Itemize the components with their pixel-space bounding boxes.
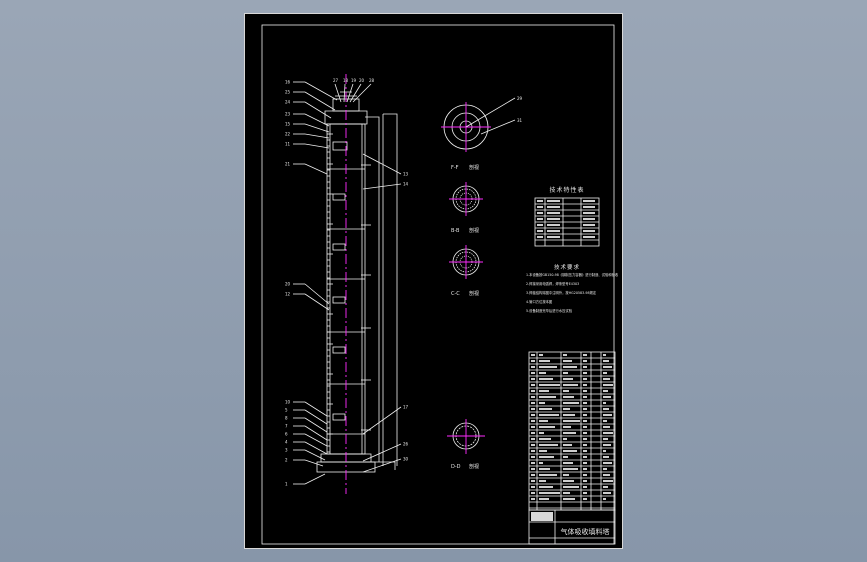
parts-list — [528, 351, 616, 511]
title-block: 气体吸收填料塔 — [528, 509, 616, 545]
leader-number: 8 — [285, 416, 288, 421]
leader-number: 1 — [285, 482, 288, 487]
svg-text:29: 29 — [517, 96, 523, 101]
section-label-f: F-F — [451, 165, 459, 171]
drawing-title: 气体吸收填料塔 — [561, 527, 610, 536]
svg-text:剖视: 剖视 — [469, 463, 479, 470]
tech-requirement-line: 3.焊缝结构除图中注明外，按HG20583-98规定 — [526, 290, 597, 295]
leader-number: 5 — [285, 408, 288, 413]
tech-requirements-title: 技术要求 — [554, 263, 580, 271]
top-head — [324, 110, 368, 125]
section-label-c: C-C — [451, 291, 460, 297]
leader-number: 24 — [285, 100, 291, 105]
leader-number: 20 — [285, 282, 291, 287]
leader-number: 23 — [285, 112, 291, 117]
tech-requirement-line: 1.本设备按GB150-98《钢制压力容器》进行制造、试验和验收 — [526, 272, 619, 277]
leader-number: 15 — [285, 122, 291, 127]
leader-number: 12 — [285, 292, 291, 297]
section-c: C-C 剖视 — [449, 245, 483, 297]
svg-text:剖视: 剖视 — [469, 164, 479, 171]
leader-number: 22 — [285, 132, 291, 137]
tech-requirement-line: 4.管口方位按本图 — [526, 299, 553, 304]
leader-number: 28 — [369, 78, 375, 83]
section-b: B-B 剖视 — [449, 182, 483, 234]
inner-border — [261, 24, 615, 545]
svg-text:剖视: 剖视 — [469, 290, 479, 297]
tech-table: 技术特性表 — [534, 186, 600, 247]
leader-number: 30 — [403, 457, 409, 462]
leader-number: 7 — [285, 424, 288, 429]
leader-number: 14 — [403, 182, 409, 187]
tech-requirement-line: 2.焊接采用电弧焊，焊条型号E4303 — [526, 281, 579, 286]
tech-requirements: 技术要求 1.本设备按GB150-98《钢制压力容器》进行制造、试验和验收 2.焊… — [526, 263, 619, 313]
section-label-d: D-D — [451, 464, 461, 470]
side-pipe — [365, 116, 380, 462]
leader-number: 18 — [343, 78, 349, 83]
tech-requirement-line: 5.设备制造完毕后进行水压试验 — [526, 308, 573, 313]
leader-number: 13 — [403, 172, 409, 177]
section-d: D-D 剖视 — [447, 419, 485, 470]
leader-number: 26 — [403, 442, 409, 447]
leader-number: 2 — [285, 458, 288, 463]
leader-number: 11 — [285, 142, 291, 147]
svg-text:31: 31 — [517, 118, 523, 123]
svg-text:剖视: 剖视 — [469, 227, 479, 234]
leader-number: 4 — [285, 440, 288, 445]
school-logo — [531, 512, 553, 521]
leader-number: 27 — [333, 78, 339, 83]
leader-number: 20 — [359, 78, 365, 83]
leader-number: 10 — [285, 400, 291, 405]
leader-number: 21 — [285, 162, 291, 167]
leader-number: 17 — [403, 405, 409, 410]
leader-number: 25 — [285, 90, 291, 95]
leader-number: 16 — [285, 80, 291, 85]
column-elevation — [316, 74, 398, 494]
section-label-b: B-B — [451, 228, 460, 234]
section-f: 29 31 F-F 剖视 — [441, 96, 523, 171]
leader-number: 3 — [285, 448, 288, 453]
leader-number: 6 — [285, 432, 288, 437]
leader-number: 19 — [351, 78, 357, 83]
tech-table-title: 技术特性表 — [549, 186, 584, 194]
